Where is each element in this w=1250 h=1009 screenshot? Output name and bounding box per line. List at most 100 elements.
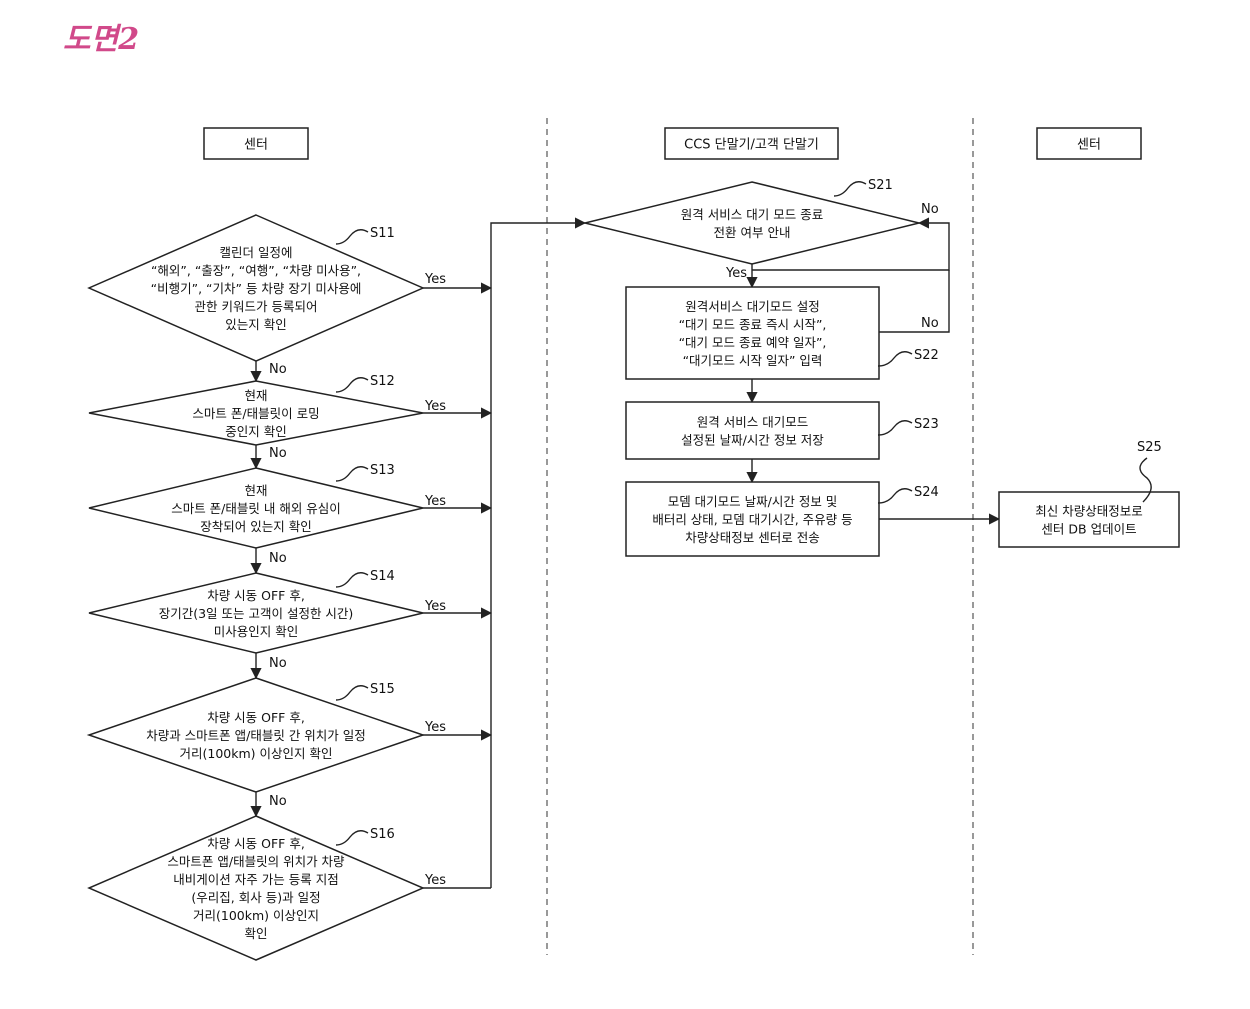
edge-label-yes-s16: Yes [424, 873, 446, 888]
node-text-line: 장기간(3일 또는 고객이 설정한 시간) [159, 606, 354, 621]
step-label: S24 [914, 485, 939, 500]
node-s22: 원격서비스 대기모드 설정 “대기 모드 종료 즉시 시작”, “대기 모드 종료 … [625, 286, 939, 380]
node-text-line: 배터리 상태, 모뎀 대기시간, 주유량 등 [652, 512, 852, 527]
step-label: S16 [370, 827, 395, 842]
node-text-line: 차량 시동 OFF 후, [207, 836, 305, 851]
node-text-line: “대기 모드 종료 즉시 시작”, [679, 317, 827, 332]
edge-label-no-s14: No [269, 656, 287, 671]
node-text-line: (우리집, 회사 등)과 일정 [191, 890, 320, 905]
node-text-line: “대기 모드 종료 예약 일자”, [679, 335, 827, 350]
node-text-line: 원격 서비스 대기 모드 종료 [681, 207, 823, 222]
step-label: S25 [1137, 440, 1162, 455]
step-label-connector [335, 685, 369, 701]
node-text-line: 차량 시동 OFF 후, [207, 710, 305, 725]
node-text-line: 스마트 폰/태블릿 내 해외 유심이 [171, 501, 341, 516]
decision-diamond [88, 572, 424, 654]
process-box [625, 401, 880, 460]
step-label-connector [335, 229, 369, 245]
edge-label-no-s12: No [269, 446, 287, 461]
node-text-line: 전환 여부 안내 [714, 225, 791, 240]
figure-title: 도면2 [63, 22, 140, 57]
lane-dividers [546, 118, 974, 955]
step-label-connector [1139, 457, 1152, 503]
node-text-line: 원격 서비스 대기모드 [697, 414, 808, 429]
decision-diamond [87, 815, 425, 961]
node-text-line: 캘린더 일정에 [220, 245, 293, 260]
edge-label-yes-s12: Yes [424, 399, 446, 414]
process-box [625, 286, 880, 380]
step-label-connector [335, 377, 369, 393]
process-box [625, 481, 880, 557]
edge-label-no-s13: No [269, 551, 287, 566]
step-label-connector [335, 466, 369, 482]
step-label: S14 [370, 569, 395, 584]
lane-header-label: 센터 [244, 138, 268, 153]
edge-label-no-s15: No [269, 794, 287, 809]
node-text-line: 중인지 확인 [225, 424, 286, 439]
node-s11: 캘린더 일정에 “해외”, “출장”, “여행”, “차량 미사용”, “비행기”,… [87, 214, 425, 362]
step-label-connector [877, 488, 913, 504]
step-label: S13 [370, 463, 395, 478]
node-text-line: “해외”, “출장”, “여행”, “차량 미사용”, [151, 263, 361, 278]
decision-diamond [88, 467, 424, 549]
node-s14: 차량 시동 OFF 후, 장기간(3일 또는 고객이 설정한 시간) 미사용인지 확… [88, 569, 424, 654]
decision-diamond [88, 380, 424, 446]
step-label: S21 [868, 178, 893, 193]
lane-header-center_right: 센터 [1036, 127, 1142, 160]
step-label-connector [877, 351, 913, 367]
node-text-line: 스마트폰 앱/태블릿의 위치가 차량 [167, 854, 345, 869]
node-text-line: 현재 [244, 483, 267, 498]
edge-no-s21 [752, 217, 950, 271]
node-text-line: 있는지 확인 [225, 317, 286, 332]
node-text-line: 관한 키워드가 등록되어 [195, 299, 318, 314]
edge-label-no-s22: No [921, 316, 939, 331]
node-text-line: “비행기”, “기차” 등 차량 장기 미사용에 [151, 281, 362, 296]
node-text-line: 현재 [244, 388, 267, 403]
node-text-line: 스마트 폰/태블릿이 로밍 [192, 406, 319, 421]
step-label-connector [833, 181, 867, 197]
step-label: S23 [914, 417, 939, 432]
node-text-line: 원격서비스 대기모드 설정 [685, 299, 819, 314]
edge-label-no-s11: No [269, 362, 287, 377]
node-text-line: 차량 시동 OFF 후, [207, 588, 305, 603]
node-s15: 차량 시동 OFF 후,차량과 스마트폰 앱/태블릿 간 위치가 일정거리(10… [86, 677, 426, 793]
decision-diamond [87, 214, 425, 362]
step-label-connector [877, 420, 913, 436]
lane-header-ccs: CCS 단말기/고객 단말기 [664, 127, 839, 160]
node-text-line: 차량상태정보 센터로 전송 [685, 530, 819, 545]
step-label: S11 [370, 226, 395, 241]
edge-label-yes-s13: Yes [424, 494, 446, 509]
step-label: S15 [370, 682, 395, 697]
node-text-line: 미사용인지 확인 [214, 624, 298, 639]
lane-header-box [664, 127, 839, 160]
node-text-line: 차량과 스마트폰 앱/태블릿 간 위치가 일정 [146, 728, 366, 743]
step-label: S22 [914, 348, 939, 363]
node-text-line: 거리(100km) 이상인지 [193, 908, 319, 923]
lane-header-center_left: 센터 [203, 127, 309, 160]
edge-label-yes-s21: Yes [725, 266, 747, 281]
lane-header-box [203, 127, 309, 160]
step-label-connector [335, 572, 369, 588]
edge-label-yes-s15: Yes [424, 720, 446, 735]
step-label: S12 [370, 374, 395, 389]
lane-header-label: 센터 [1077, 138, 1101, 153]
process-box [998, 491, 1180, 548]
decision-diamond [86, 677, 426, 793]
node-text-line: 장착되어 있는지 확인 [200, 519, 311, 534]
node-text-line: 모뎀 대기모드 날짜/시간 정보 및 [668, 494, 838, 509]
node-text-line: 내비게이션 자주 가는 등록 지점 [173, 872, 338, 887]
edge-label-yes-s11: Yes [424, 272, 446, 287]
node-text-line: 센터 DB 업데이트 [1041, 521, 1136, 536]
lane-header-label: CCS 단말기/고객 단말기 [684, 138, 819, 153]
node-text-line: “대기모드 시작 일자” 입력 [683, 353, 823, 368]
node-text-line: 최신 차량상태정보로 [1035, 503, 1142, 518]
